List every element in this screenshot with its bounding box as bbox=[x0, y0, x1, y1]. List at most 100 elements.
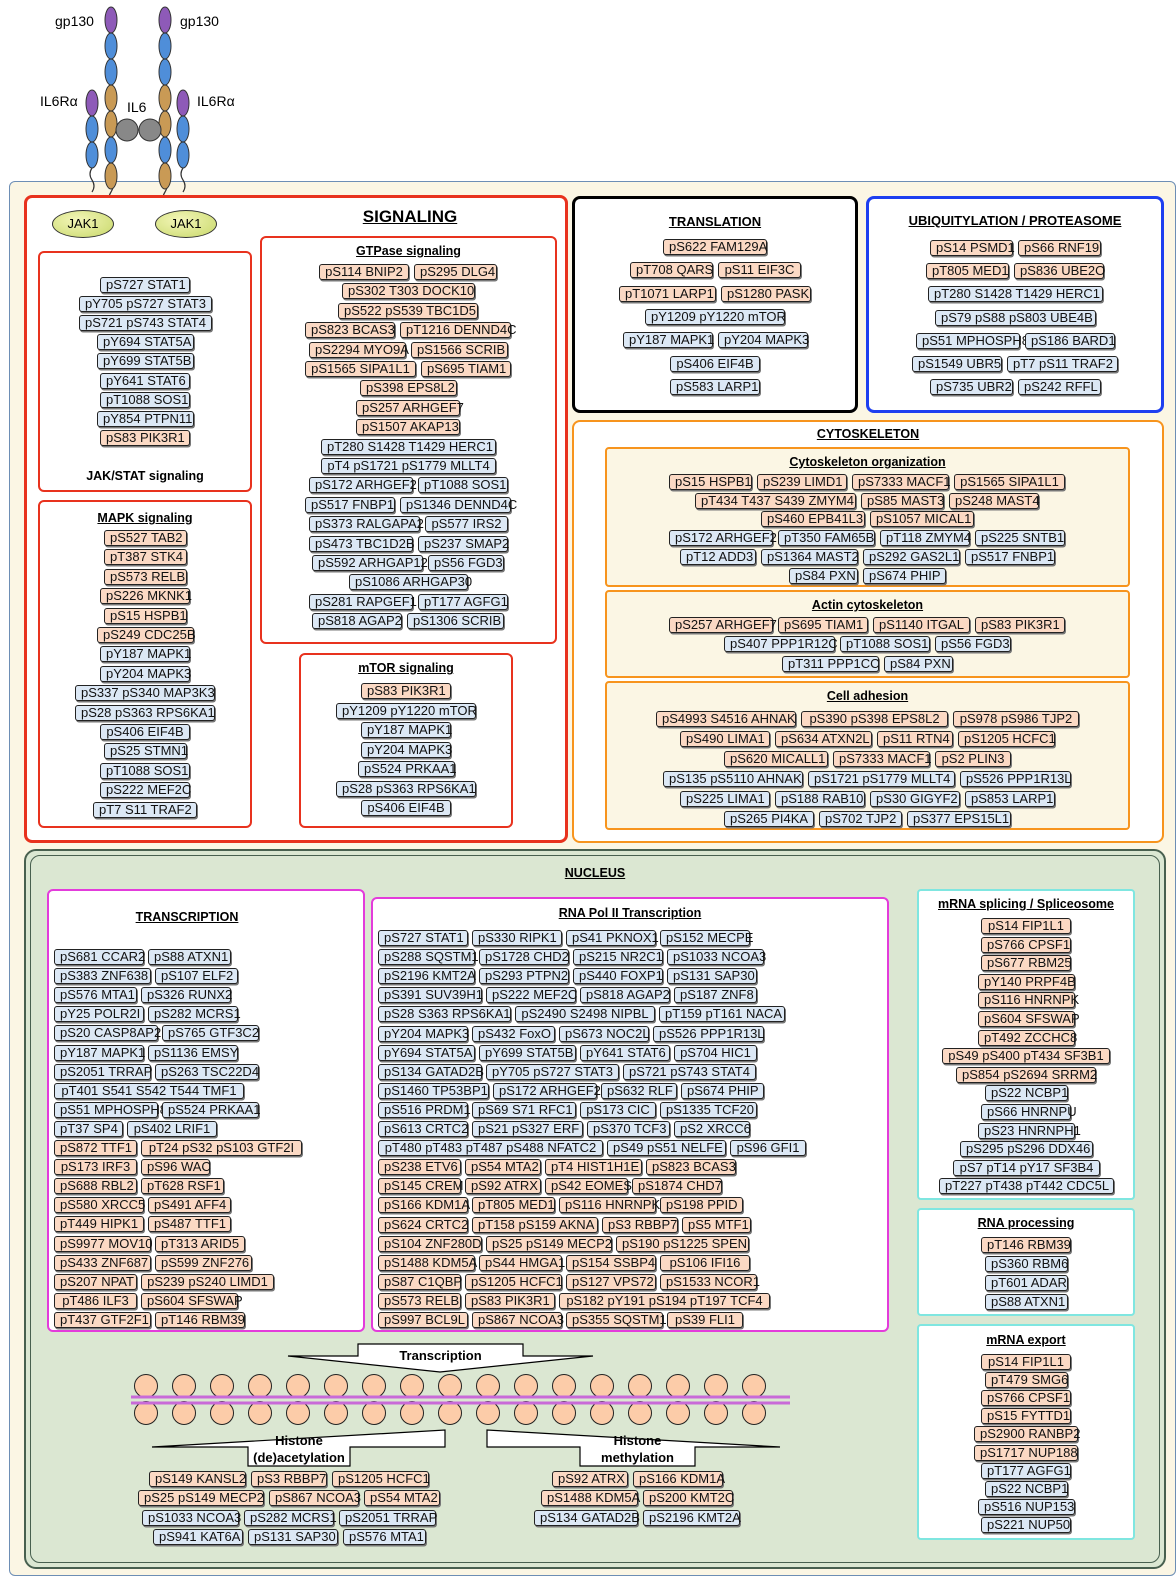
phosphosite-label: pY1209 pY1220 mTOR bbox=[645, 309, 786, 325]
splicing-title: mRNA splicing / Spliceosome bbox=[938, 897, 1114, 911]
phosphosite-label: pT177 AGFG1 bbox=[418, 594, 508, 610]
phosphosite-label: pS198 PPID bbox=[660, 1197, 743, 1213]
nucleosome bbox=[666, 1374, 690, 1398]
phosphosite-label: pT7 S11 TRAF2 bbox=[93, 802, 197, 818]
phosphosite-label: pS21 pS327 ERF bbox=[472, 1121, 583, 1137]
phosphosite-label: pS149 KANSL2 bbox=[149, 1471, 246, 1487]
phosphosite-label: pS56 FGD3 bbox=[428, 555, 504, 571]
phosphosite-label: pS282 MCRS1 bbox=[148, 1006, 241, 1022]
phosphosite-label: pS702 TJP2 bbox=[819, 811, 902, 827]
phosphosite-label: pS84 PXN bbox=[884, 656, 953, 672]
phosphosite-label: pS2490 S2498 NIPBL bbox=[515, 1006, 655, 1022]
phosphosite-label: pS1086 ARHGAP30 bbox=[349, 574, 472, 590]
phosphosite-label: pS391 SUV39H1 bbox=[378, 987, 483, 1003]
phosphosite-label: pS765 GTF3C2 bbox=[162, 1025, 259, 1041]
phosphosite-label: pS867 NCOA3 bbox=[472, 1312, 564, 1328]
nucleosome bbox=[628, 1374, 652, 1398]
phosphosite-label: pS1717 NUP188 bbox=[974, 1445, 1078, 1461]
phosphosite-label: pS370 TCF3 bbox=[587, 1121, 670, 1137]
phosphosite-label: pS613 CRTC2 bbox=[378, 1121, 468, 1137]
phosphosite-label: pS766 CPSF1 bbox=[981, 1390, 1071, 1406]
phosphosite-label: pS526 PPP1R13L bbox=[653, 1026, 765, 1042]
phosphosite-label: pS433 ZNF687 bbox=[54, 1255, 151, 1271]
phosphosite-label: pT177 AGFG1 bbox=[981, 1463, 1071, 1479]
nucleosome bbox=[134, 1374, 158, 1398]
phosphosite-label: pS42 EOMES bbox=[545, 1178, 632, 1194]
phosphosite-label: pS186 BARD1 bbox=[1025, 333, 1116, 349]
phosphosite-label: pS576 MTA1 bbox=[54, 987, 137, 1003]
phosphosite-label: pS134 GATAD2B bbox=[378, 1064, 484, 1080]
phosphosite-label: pS677 RBM25 bbox=[981, 955, 1072, 971]
phosphosite-label: pS1057 MICAL1 bbox=[870, 511, 974, 527]
phosphosite-label: pT350 FAM65B bbox=[778, 530, 875, 546]
phosphosite-label: pS114 BNIP2 bbox=[319, 264, 409, 280]
phosphosite-label: pY204 MAPK3 bbox=[361, 742, 452, 758]
nucleosome bbox=[248, 1374, 272, 1398]
phosphosite-label: pS516 NUP153 bbox=[978, 1499, 1075, 1515]
jakstat-title: JAK/STAT signaling bbox=[86, 469, 204, 483]
phosphosite-label: pS580 XRCC5 bbox=[54, 1197, 145, 1213]
phosphosite-label: pY705 pS727 STAT3 bbox=[79, 296, 212, 312]
nucleosome bbox=[742, 1374, 766, 1398]
phosphosite-label: pS941 KAT6A bbox=[153, 1529, 243, 1545]
phosphosite-label: pS85 MAST3 bbox=[861, 493, 944, 509]
phosphosite-label: pS491 AFF4 bbox=[148, 1197, 231, 1213]
phosphosite-label: pS14 FIP1L1 bbox=[981, 1354, 1071, 1370]
mtor-title: mTOR signaling bbox=[358, 661, 454, 675]
phosphosite-label: pS215 NR2C1 bbox=[573, 949, 663, 965]
phosphosite-label: pT4 pS1721 pS1779 MLLT4 bbox=[321, 458, 496, 474]
phosphosite-label: pT24 pS32 pS103 GTF2I bbox=[141, 1140, 302, 1156]
phosphosite-label: pS54 MTA2 bbox=[465, 1159, 541, 1175]
nucleosome bbox=[476, 1374, 500, 1398]
phosphosite-label: pS239 LIMD1 bbox=[757, 474, 847, 490]
phosphosite-label: pS704 HIC1 bbox=[674, 1045, 757, 1061]
phosphosite-label: pT1088 SOS1 bbox=[840, 636, 930, 652]
phosphosite-label: pS172 ARHGEF2 bbox=[493, 1083, 601, 1099]
phosphosite-label: pS1566 SCRIB bbox=[411, 342, 508, 358]
phosphosite-label: pS222 MEF2C bbox=[100, 782, 191, 798]
phosphosite-label: pT708 QARS bbox=[630, 262, 713, 278]
phosphosite-label: pS526 PPP1R13L bbox=[960, 771, 1072, 787]
phosphosite-label: pS56 FGD3 bbox=[935, 636, 1011, 652]
phosphosite-label: pS173 IRF3 bbox=[54, 1159, 137, 1175]
phosphosite-label: pT311 PPP1CC bbox=[782, 656, 880, 672]
phosphosite-label: pY187 MAPK1 bbox=[623, 332, 714, 348]
phosphosite-label: pY187 MAPK1 bbox=[361, 722, 452, 738]
phosphosite-label: pS83 PIK3R1 bbox=[361, 683, 451, 699]
phosphosite-label: pT280 S1428 T1429 HERC1 bbox=[928, 286, 1103, 302]
nucleosome bbox=[704, 1401, 728, 1425]
phosphosite-label: pY705 pS727 STAT3 bbox=[486, 1064, 619, 1080]
phosphosite-label: pY204 MAPK3 bbox=[100, 666, 191, 682]
acetylation-arrow-label-line2: (de)acetylation bbox=[253, 1450, 345, 1465]
phosphosite-label: pS51 MPHOSPH8 bbox=[916, 333, 1029, 349]
nucleosome bbox=[362, 1401, 386, 1425]
phosphosite-label: pS152 MECPE bbox=[660, 930, 753, 946]
il6ra-left-label: IL6Rα bbox=[40, 93, 78, 109]
phosphosite-label: pY187 MAPK1 bbox=[54, 1045, 145, 1061]
phosphosite-label: pS1549 UBR5 bbox=[912, 356, 1002, 372]
phosphosite-label: pT7 pS11 TRAF2 bbox=[1007, 356, 1118, 372]
phosphosite-label: pS766 CPSF1 bbox=[981, 937, 1071, 953]
nucleosome bbox=[134, 1401, 158, 1425]
phosphosite-label: pS30 GIGYF2 bbox=[870, 791, 960, 807]
phosphosite-label: pS51 MPHOSPH8 bbox=[54, 1102, 167, 1118]
phosphosite-label: pS978 pS986 TJP2 bbox=[953, 711, 1079, 727]
phosphosite-label: pT1216 DENND4C bbox=[400, 322, 517, 338]
phosphosite-label: pS92 ATRX bbox=[552, 1471, 628, 1487]
nucleosome bbox=[476, 1401, 500, 1425]
phosphosite-label: pS853 LARP1 bbox=[965, 791, 1055, 807]
phosphosite-label: pS524 PRKAA1 bbox=[162, 1102, 261, 1118]
phosphosite-label: pS823 BCAS3 bbox=[305, 322, 395, 338]
gp130-domain bbox=[158, 162, 172, 190]
phosphosite-label: pS69 S71 RFC1 bbox=[472, 1102, 576, 1118]
phosphosite-label: pS1306 SCRIB bbox=[407, 613, 504, 629]
phosphosite-label: pS83 PIK3R1 bbox=[975, 617, 1065, 633]
phosphosite-label: pS577 IRS2 bbox=[425, 516, 508, 532]
nucleosome bbox=[514, 1374, 538, 1398]
phosphosite-label: pS674 PHIP bbox=[863, 568, 946, 584]
phosphosite-label: pT401 S541 S542 T544 TMF1 bbox=[54, 1083, 244, 1099]
phosphosite-label: pY641 STAT6 bbox=[580, 1045, 670, 1061]
phosphosite-label: pS9977 MOV10 bbox=[54, 1236, 153, 1252]
transcription-arrow-label: Transcription bbox=[399, 1348, 482, 1363]
